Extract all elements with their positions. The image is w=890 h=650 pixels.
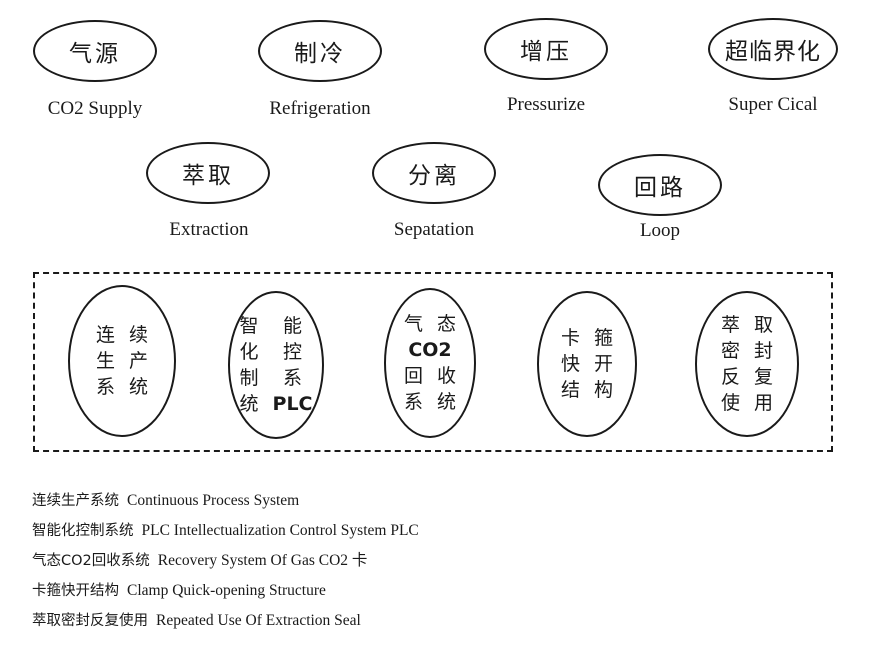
char: 智: [239, 315, 259, 337]
step-caption-co2-supply: CO2 Supply: [47, 98, 143, 119]
legend-cn: 智能化控制系统: [32, 523, 134, 539]
feature-text: 萃 取 密 封 反 复 使 用: [721, 313, 773, 415]
char: 统: [239, 393, 259, 415]
char: 统: [129, 376, 149, 398]
char: 收: [437, 365, 457, 387]
step-loop: 回路: [598, 154, 722, 216]
char: 取: [754, 314, 774, 336]
step-label-cn: 超临界化: [725, 39, 821, 65]
step-caption-separation: Sepatation: [393, 219, 475, 240]
char: 能: [283, 315, 303, 337]
feature-text: 连 续 生 产 系 统: [96, 323, 148, 399]
step-label-cn: 制冷: [294, 41, 346, 67]
step-pressurize: 增压: [484, 18, 608, 80]
feature-plc-control: 智 能 化 控 制 系 统 PLC: [228, 291, 324, 439]
step-separation: 分离: [372, 142, 496, 204]
legend-cn: 气态CO2回收系统: [32, 553, 150, 569]
char: 快: [560, 353, 580, 375]
char: 产: [129, 350, 149, 372]
step-caption-extraction: Extraction: [169, 219, 249, 240]
legend-row: 气态CO2回收系统 Recovery System Of Gas CO2 卡: [32, 546, 419, 576]
char: 系: [403, 391, 423, 413]
legend-en: Recovery System Of Gas CO2 卡: [157, 552, 368, 569]
char: 复: [754, 366, 774, 388]
legend-cn: 萃取密封反复使用: [32, 613, 148, 629]
legend-en: Clamp Quick-opening Structure: [127, 582, 326, 599]
step-label-cn: 萃取: [182, 163, 234, 189]
legend-en: PLC Intellectualization Control System P…: [141, 522, 419, 539]
feature-continuous-process: 连 续 生 产 系 统: [68, 285, 176, 437]
step-caption-loop: Loop: [639, 220, 681, 241]
legend: 连续生产系统 Continuous Process System 智能化控制系统 P…: [32, 486, 419, 636]
legend-row: 萃取密封反复使用 Repeated Use Of Extraction Seal: [32, 606, 419, 636]
legend-en: Continuous Process System: [127, 492, 300, 509]
char: 控: [283, 341, 303, 363]
step-caption-refrigeration: Refrigeration: [269, 98, 371, 119]
char: 箍: [594, 327, 614, 349]
char: 续: [129, 324, 149, 346]
feature-co2-recovery: 气 态 CO2 回 收 系 统: [384, 288, 476, 438]
char: 反: [720, 366, 740, 388]
char: 连: [95, 324, 115, 346]
feature-text: 卡 箍 快 开 结 构: [561, 326, 613, 402]
char: 开: [594, 353, 614, 375]
features-dashed-box: [33, 272, 833, 452]
feature-text: 智 能 化 控 制 系 统 PLC: [240, 314, 313, 416]
legend-row: 连续生产系统 Continuous Process System: [32, 486, 419, 516]
char: 系: [95, 376, 115, 398]
char: 生: [95, 350, 115, 372]
feature-extraction-seal: 萃 取 密 封 反 复 使 用: [695, 291, 799, 437]
feature-text: 气 态 CO2 回 收 系 统: [404, 312, 456, 414]
legend-row: 智能化控制系统 PLC Intellectualization Control S…: [32, 516, 419, 546]
step-supercritical: 超临界化: [708, 18, 838, 80]
char: 化: [239, 341, 259, 363]
feature-clamp-quick-opening: 卡 箍 快 开 结 构: [537, 291, 637, 437]
step-caption-supercritical: Super Cical: [728, 94, 818, 115]
char-plc: PLC: [272, 393, 313, 415]
char: 结: [560, 379, 580, 401]
char: 气: [403, 313, 423, 335]
legend-row: 卡箍快开结构 Clamp Quick-opening Structure: [32, 576, 419, 606]
step-label-cn: 分离: [408, 163, 460, 189]
char-co2: CO2: [408, 339, 452, 361]
legend-en: Repeated Use Of Extraction Seal: [156, 612, 361, 629]
char: 用: [754, 392, 774, 414]
char: 使: [720, 392, 740, 414]
char: 回: [403, 365, 423, 387]
char: 密: [720, 340, 740, 362]
step-caption-pressurize: Pressurize: [506, 94, 586, 115]
step-label-cn: 气源: [69, 41, 121, 67]
char: 统: [437, 391, 457, 413]
char: 萃: [720, 314, 740, 336]
step-label-cn: 回路: [634, 175, 686, 201]
char: 卡: [560, 327, 580, 349]
char: 构: [594, 379, 614, 401]
char: 封: [754, 340, 774, 362]
step-label-cn: 增压: [520, 39, 572, 65]
step-refrigeration: 制冷: [258, 20, 382, 82]
step-extraction: 萃取: [146, 142, 270, 204]
char: 制: [239, 367, 259, 389]
step-co2-supply: 气源: [33, 20, 157, 82]
legend-cn: 卡箍快开结构: [32, 583, 119, 599]
char: 系: [283, 367, 303, 389]
legend-cn: 连续生产系统: [32, 493, 119, 509]
char: 态: [437, 313, 457, 335]
